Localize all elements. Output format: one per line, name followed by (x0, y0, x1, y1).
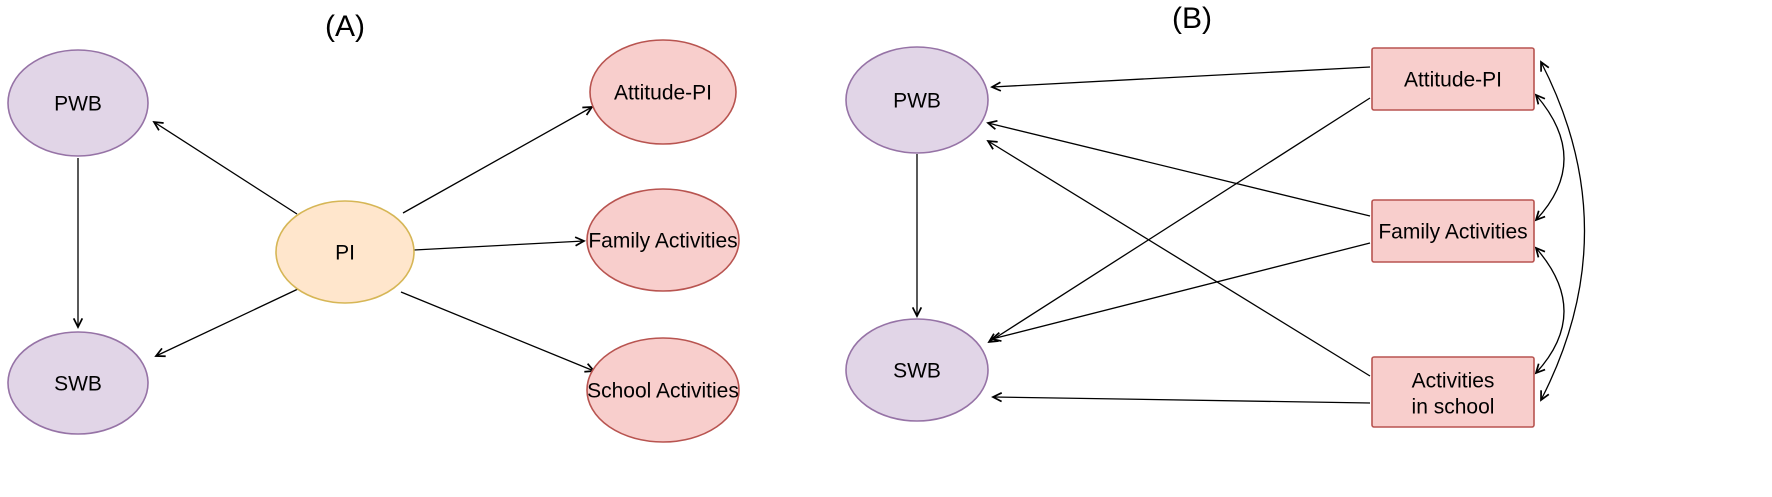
panel-b-title: (B) (1172, 2, 1212, 35)
edge-b-attitude-to-swb (987, 97, 1371, 344)
edge-a-pi-to-school (400, 291, 596, 373)
family-activities-label: Family Activities (588, 229, 737, 252)
node-a-pwb: PWB (7, 49, 149, 157)
swb-label: SWB (893, 359, 941, 382)
node-b-family-activities: Family Activities (1371, 199, 1535, 263)
school-activities-ellipse (586, 337, 740, 443)
edge-b-family-to-swb (990, 242, 1371, 342)
attitude-pi-ellipse (589, 39, 737, 145)
edge-b-family-to-pwb (986, 119, 1371, 217)
attitude-pi-label: Attitude-PI (614, 81, 712, 104)
attitude-pi-rect (1371, 47, 1535, 111)
edge-a-pi-to-family (413, 236, 586, 251)
activities-in-school-label-line1: Activities (1412, 369, 1495, 392)
node-b-activities-in-school: Activities in school (1371, 356, 1535, 428)
node-a-swb: SWB (7, 331, 149, 435)
edge-a-pi-to-pwb (152, 120, 298, 215)
swb-ellipse (7, 331, 149, 435)
edge-b-school-to-swb (991, 392, 1371, 404)
edge-b-attitude-to-pwb (990, 66, 1371, 92)
pwb-label: PWB (54, 92, 102, 115)
pwb-label: PWB (893, 89, 941, 112)
swb-label: SWB (54, 372, 102, 395)
node-a-pi: PI (275, 200, 415, 304)
edge-a-pi-to-swb (154, 288, 299, 358)
pwb-ellipse (7, 49, 149, 157)
school-activities-label: School Activities (587, 379, 739, 402)
node-b-swb: SWB (845, 318, 989, 422)
edge-b-school-to-pwb (986, 139, 1371, 377)
pwb-ellipse (845, 46, 989, 154)
curve-b-attitude-school-covariance (1540, 60, 1586, 402)
node-a-attitude-pi: Attitude-PI (589, 39, 737, 145)
attitude-pi-label: Attitude-PI (1404, 68, 1502, 91)
pi-label: PI (335, 241, 355, 264)
node-b-attitude-pi: Attitude-PI (1371, 47, 1535, 111)
curve-b-family-school-covariance (1534, 246, 1565, 375)
family-activities-label: Family Activities (1378, 220, 1527, 243)
swb-ellipse (845, 318, 989, 422)
edge-a-pi-to-attitude (402, 106, 594, 214)
node-a-school-activities: School Activities (586, 337, 740, 443)
curve-b-attitude-family-covariance (1534, 93, 1565, 222)
node-b-pwb: PWB (845, 46, 989, 154)
family-activities-ellipse (586, 188, 740, 292)
activities-in-school-rect (1371, 356, 1535, 428)
panel-a-title: (A) (325, 10, 365, 43)
node-a-family-activities: Family Activities (586, 188, 740, 292)
family-activities-rect (1371, 199, 1535, 263)
pi-ellipse (275, 200, 415, 304)
activities-in-school-label-line2: in school (1412, 395, 1495, 418)
